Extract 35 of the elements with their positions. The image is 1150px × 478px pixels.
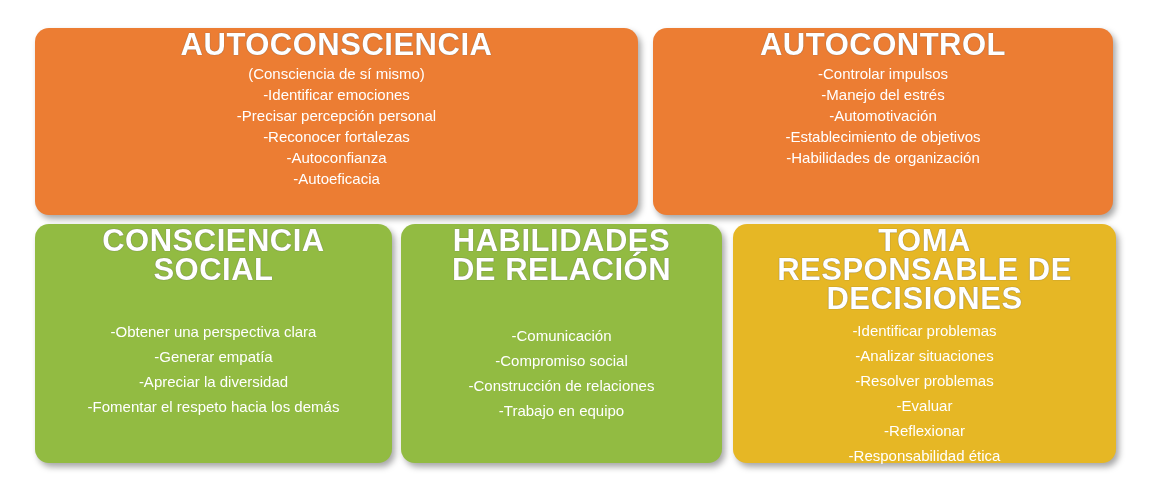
box-title: TOMA RESPONSABLE DE DECISIONES bbox=[776, 226, 1073, 313]
list-item: -Identificar emociones bbox=[263, 85, 410, 105]
box-title: CONSCIENCIA SOCIAL bbox=[101, 226, 326, 284]
category-box bbox=[733, 224, 1116, 463]
list-item: -Generar empatía bbox=[154, 347, 273, 366]
list-item: -Compromiso social bbox=[495, 351, 628, 370]
box-title: AUTOCONTROL bbox=[759, 30, 1007, 59]
category-box bbox=[35, 28, 638, 215]
list-item: -Reflexionar bbox=[884, 421, 965, 440]
list-item: -Resolver problemas bbox=[855, 371, 994, 390]
list-item: (Consciencia de sí mismo) bbox=[248, 64, 425, 84]
list-item: -Apreciar la diversidad bbox=[138, 372, 289, 391]
box-title: HABILIDADES DE RELACIÓN bbox=[450, 226, 673, 284]
list-item: -Autoconfianza bbox=[286, 148, 387, 168]
list-item: -Manejo del estrés bbox=[821, 85, 945, 105]
box-title: AUTOCONSCIENCIA bbox=[179, 30, 494, 59]
list-item: -Controlar impulsos bbox=[817, 64, 948, 84]
category-box bbox=[653, 28, 1113, 215]
list-item: -Automotivación bbox=[829, 106, 937, 126]
list-item: -Responsabilidad ética bbox=[848, 446, 1001, 465]
list-item: -Fomentar el respeto hacia los demás bbox=[87, 397, 340, 416]
list-item: -Analizar situaciones bbox=[855, 346, 994, 365]
list-item: -Identificar problemas bbox=[852, 321, 997, 340]
list-item: -Evaluar bbox=[896, 396, 953, 415]
list-item: -Comunicación bbox=[511, 326, 612, 345]
list-item: -Obtener una perspectiva clara bbox=[110, 322, 317, 341]
category-box bbox=[35, 224, 392, 463]
list-item: -Reconocer fortalezas bbox=[263, 127, 410, 147]
list-item: -Construcción de relaciones bbox=[468, 376, 655, 395]
list-item: -Habilidades de organización bbox=[786, 148, 980, 168]
list-item: -Precisar percepción personal bbox=[236, 106, 437, 126]
category-box bbox=[401, 224, 722, 463]
list-item: -Autoeficacia bbox=[293, 169, 380, 189]
list-item: -Trabajo en equipo bbox=[498, 401, 625, 420]
list-item: -Establecimiento de objetivos bbox=[785, 127, 981, 147]
